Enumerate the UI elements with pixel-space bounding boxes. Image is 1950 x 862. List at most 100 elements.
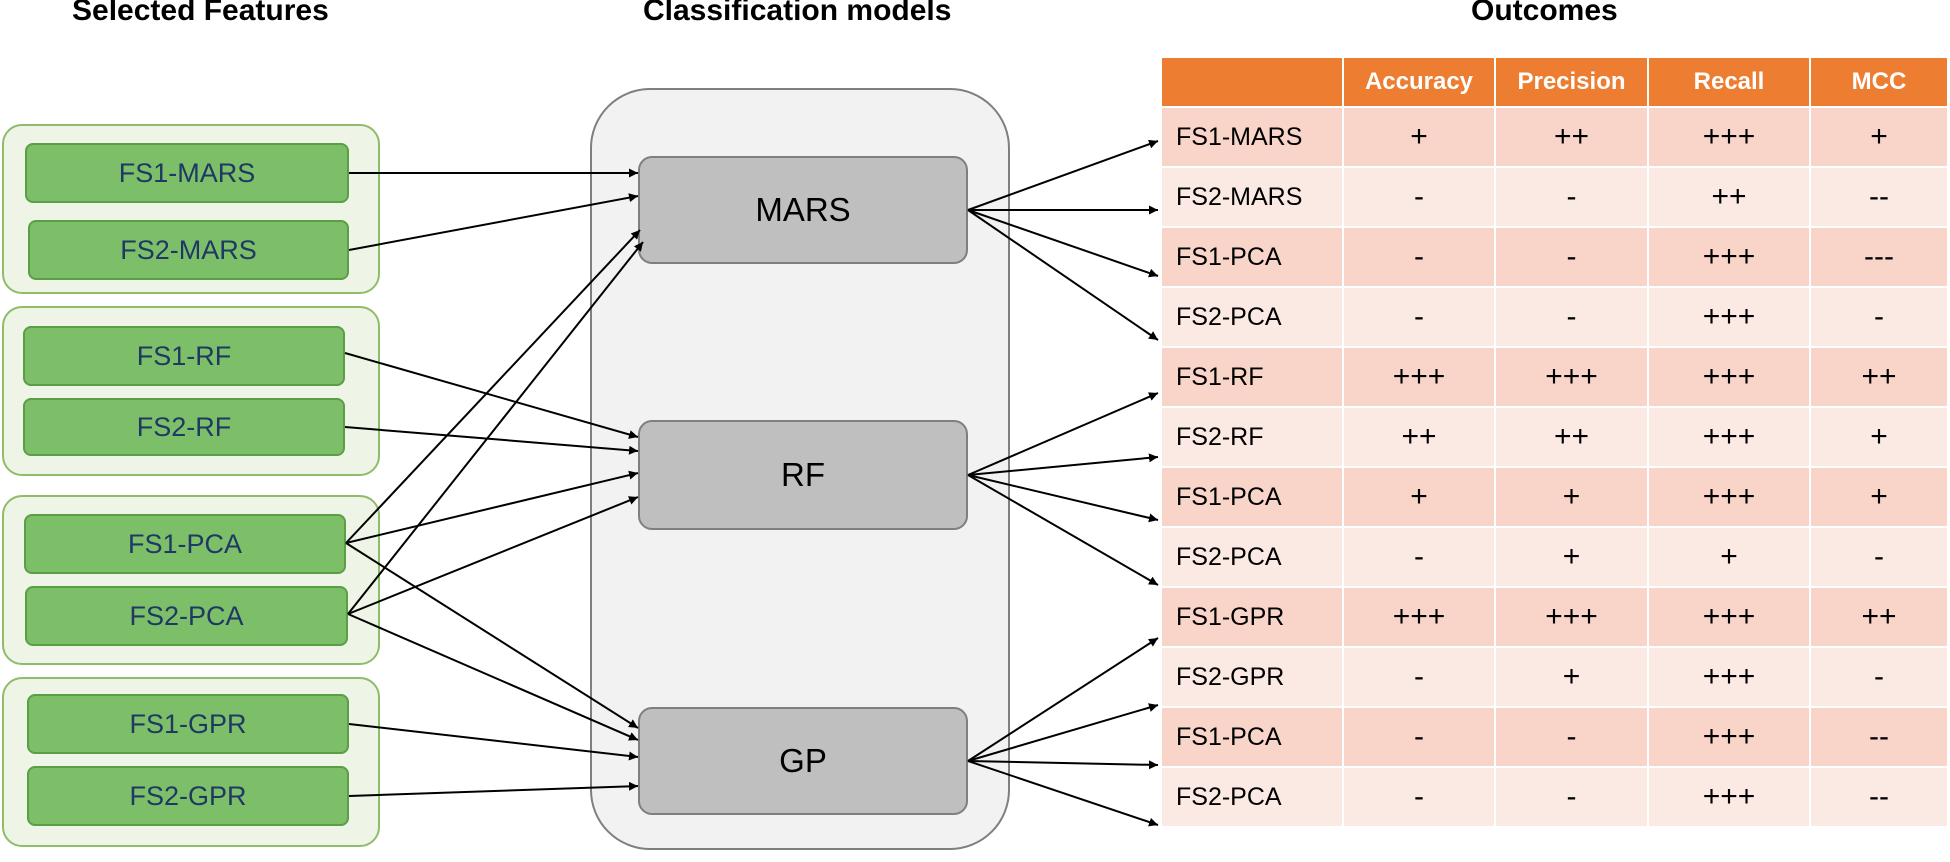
cell-precision: - [1494, 226, 1649, 288]
cell-mcc: ++ [1809, 586, 1949, 648]
table-row: FS1-MARS+++++++ [1160, 106, 1949, 168]
arrow-rf-to-row6 [967, 453, 1159, 476]
cell-accuracy: + [1342, 466, 1496, 528]
cell-accuracy: - [1342, 646, 1496, 708]
feature-fs2-mars: FS2-MARS [28, 220, 349, 280]
table-row: FS2-PCA-++- [1160, 526, 1949, 588]
cell-label: FS1-PCA [1160, 466, 1344, 528]
table-header-row: Accuracy Precision Recall MCC [1160, 56, 1949, 108]
arrow-rf-to-row7 [967, 474, 1159, 523]
table-row: FS1-PCA--+++--- [1160, 226, 1949, 288]
cell-mcc: ++ [1809, 346, 1949, 408]
table-row: FS2-PCA--+++-- [1160, 766, 1949, 828]
feature-fs1-rf: FS1-RF [23, 326, 345, 386]
arrow-gp-to-row11 [967, 760, 1159, 770]
cell-label: FS2-MARS [1160, 166, 1344, 228]
arrow-mars-to-row1 [967, 139, 1159, 211]
cell-label: FS1-MARS [1160, 106, 1344, 168]
model-mars: MARS [638, 156, 968, 264]
arrow-fs2-pca-to-mars [347, 241, 644, 615]
cell-mcc: + [1809, 406, 1949, 468]
arrow-fs1-pca-to-rf [345, 470, 639, 544]
arrow-fs2-pca-to-gp [347, 613, 639, 741]
arrow-rf-to-row8 [967, 474, 1159, 586]
cell-recall: +++ [1647, 346, 1811, 408]
cell-precision: +++ [1494, 586, 1649, 648]
model-gp: GP [638, 707, 968, 815]
cell-mcc: + [1809, 106, 1949, 168]
cell-recall: +++ [1647, 646, 1811, 708]
cell-label: FS2-PCA [1160, 766, 1344, 828]
arrow-gp-to-row12 [967, 760, 1159, 827]
table-row: FS2-GPR-++++- [1160, 646, 1949, 708]
cell-precision: +++ [1494, 346, 1649, 408]
cell-label: FS2-PCA [1160, 286, 1344, 348]
cell-accuracy: - [1342, 226, 1496, 288]
cell-recall: ++ [1647, 166, 1811, 228]
arrow-gp-to-row9 [967, 637, 1159, 762]
cell-recall: +++ [1647, 106, 1811, 168]
cell-mcc: + [1809, 466, 1949, 528]
header-accuracy: Accuracy [1342, 56, 1496, 108]
cell-accuracy: +++ [1342, 586, 1496, 648]
cell-recall: + [1647, 526, 1811, 588]
arrow-mars-to-row4 [967, 209, 1159, 341]
table-row: FS1-RF+++++++++++ [1160, 346, 1949, 408]
cell-recall: +++ [1647, 586, 1811, 648]
cell-precision: ++ [1494, 106, 1649, 168]
cell-mcc: - [1809, 526, 1949, 588]
cell-mcc: --- [1809, 226, 1949, 288]
cell-label: FS2-RF [1160, 406, 1344, 468]
header-recall: Recall [1647, 56, 1811, 108]
cell-label: FS1-PCA [1160, 706, 1344, 768]
features-heading: Selected Features [72, 0, 329, 27]
cell-recall: +++ [1647, 466, 1811, 528]
cell-precision: - [1494, 706, 1649, 768]
arrow-fs2-pca-to-rf [347, 496, 639, 615]
cell-mcc: -- [1809, 166, 1949, 228]
cell-precision: + [1494, 646, 1649, 708]
cell-mcc: -- [1809, 766, 1949, 828]
arrow-mars-to-row3 [967, 209, 1159, 278]
cell-precision: + [1494, 466, 1649, 528]
arrow-fs1-rf-to-rf [344, 352, 639, 439]
header-mcc: MCC [1809, 56, 1949, 108]
outcomes-table: Accuracy Precision Recall MCC FS1-MARS++… [1160, 56, 1949, 828]
cell-recall: +++ [1647, 406, 1811, 468]
cell-accuracy: + [1342, 106, 1496, 168]
arrow-fs1-pca-to-gp [345, 542, 639, 729]
cell-mcc: - [1809, 286, 1949, 348]
cell-mcc: -- [1809, 706, 1949, 768]
feature-fs2-rf: FS2-RF [23, 398, 345, 456]
header-precision: Precision [1494, 56, 1649, 108]
cell-label: FS1-PCA [1160, 226, 1344, 288]
outcomes-heading: Outcomes [1471, 0, 1618, 27]
arrow-fs2-rf-to-rf [344, 426, 639, 455]
arrow-rf-to-row5 [967, 392, 1159, 476]
cell-recall: +++ [1647, 226, 1811, 288]
arrow-gp-to-row10 [967, 703, 1159, 762]
cell-accuracy: - [1342, 766, 1496, 828]
arrow-fs1-pca-to-mars [345, 229, 641, 544]
cell-accuracy: +++ [1342, 346, 1496, 408]
cell-precision: - [1494, 766, 1649, 828]
cell-accuracy: - [1342, 526, 1496, 588]
table-row: FS2-RF++++++++ [1160, 406, 1949, 468]
cell-label: FS2-GPR [1160, 646, 1344, 708]
cell-accuracy: - [1342, 286, 1496, 348]
models-heading: Classification models [643, 0, 952, 27]
cell-accuracy: ++ [1342, 406, 1496, 468]
feature-fs1-gpr: FS1-GPR [27, 694, 349, 754]
feature-fs1-mars: FS1-MARS [25, 143, 349, 203]
table-row: FS2-MARS--++-- [1160, 166, 1949, 228]
table-row: FS1-PCA++++++ [1160, 466, 1949, 528]
cell-label: FS2-PCA [1160, 526, 1344, 588]
cell-recall: +++ [1647, 766, 1811, 828]
feature-fs2-pca: FS2-PCA [25, 586, 348, 646]
arrow-fs2-gpr-to-gp [348, 781, 639, 797]
cell-label: FS1-RF [1160, 346, 1344, 408]
table-row: FS2-PCA--+++- [1160, 286, 1949, 348]
arrow-fs1-gpr-to-gp [348, 723, 639, 761]
cell-label: FS1-GPR [1160, 586, 1344, 648]
